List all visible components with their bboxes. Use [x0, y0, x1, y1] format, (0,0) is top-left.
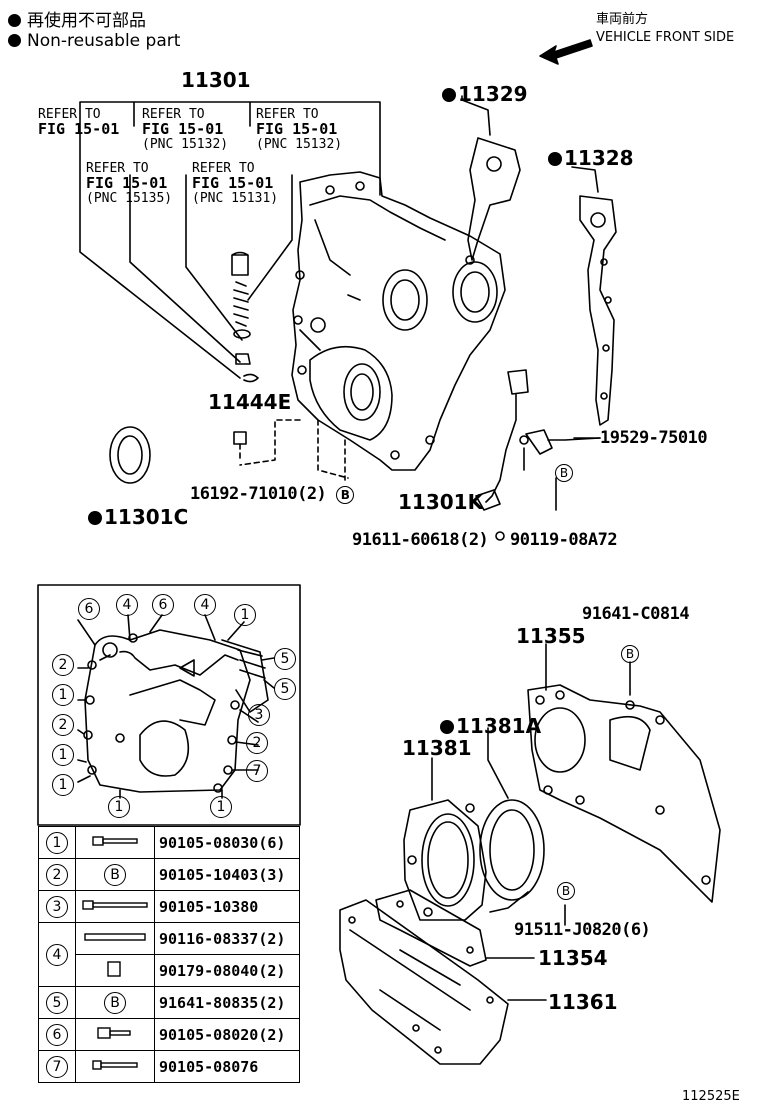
table-row: 7 90105-08076: [38, 1050, 300, 1083]
detail-callout: 1: [234, 604, 256, 626]
detail-callout: 1: [210, 796, 232, 818]
relief-valve: [231, 251, 249, 276]
gasket-11329: [467, 137, 521, 261]
figure-id: 112525E: [682, 1089, 740, 1104]
part-number-cell: 91641-80835(2): [154, 986, 300, 1019]
bullet-icon: [8, 34, 21, 47]
label-90119: 90119-08A72: [510, 530, 618, 550]
gasket-11328: [579, 195, 617, 426]
detail-callout: 5: [274, 648, 296, 670]
label-91641: 91641-C0814: [582, 604, 690, 624]
non-reusable-dot-icon: [88, 511, 102, 525]
callout-b: B: [621, 645, 639, 663]
leader-11301: [79, 101, 381, 379]
label-16192: 16192-71010(2) B: [190, 484, 355, 504]
table-row: 6 90105-08020(2): [38, 1018, 300, 1051]
legend-japanese: 再使用不可部品: [8, 6, 146, 31]
label-91611: 91611-60618(2): [352, 530, 489, 550]
front-english: VEHICLE FRONT SIDE: [596, 30, 735, 45]
detail-callout: 4: [116, 594, 138, 616]
detail-callout: 4: [194, 594, 216, 616]
part-number-cell: 90105-08030(6): [154, 826, 300, 859]
detail-callout: 1: [52, 744, 74, 766]
label-91511: 91511-J0820(6): [514, 920, 651, 940]
retainer-11381: [403, 799, 487, 921]
part-number-cell: 90179-08040(2): [154, 954, 300, 987]
label-11301c: 11301C: [88, 505, 188, 529]
detail-callout: 1: [52, 684, 74, 706]
front-arrow-icon: [539, 39, 593, 65]
table-row: 5 B 91641-80835(2): [38, 986, 300, 1019]
detail-box: [37, 584, 301, 826]
part-number-cell: 90105-08020(2): [154, 1018, 300, 1051]
label-11301k: 11301K: [398, 490, 484, 514]
table-row: 90179-08040(2): [39, 954, 300, 987]
cover-outline: [84, 629, 251, 793]
label-11301: 11301: [181, 68, 251, 92]
detail-callout: 6: [78, 598, 100, 620]
callout-b: B: [336, 486, 355, 504]
label-11381a: 11381A: [440, 714, 541, 738]
label-11354: 11354: [538, 946, 608, 970]
part-number-cell: 90105-10380: [154, 890, 300, 923]
table-row: 3 90105-10380: [38, 890, 300, 923]
label-11355: 11355: [516, 624, 586, 648]
non-reusable-dot-icon: [548, 152, 562, 166]
front-japanese: 車両前方: [596, 12, 649, 27]
bolt-table: 1 90105-08030(6) 2 B 90105-10403(3) 3 90…: [38, 826, 300, 1083]
part-number-cell: 90105-08076: [154, 1050, 300, 1083]
detail-callout: 1: [52, 774, 74, 796]
label-11361: 11361: [548, 990, 618, 1014]
label-11328: 11328: [548, 146, 634, 170]
part-11354: [375, 889, 487, 967]
oil-seal: [109, 426, 151, 484]
part-number-cell: 90105-10403(3): [154, 858, 300, 891]
label-11444e: 11444E: [208, 390, 292, 414]
callout-b: B: [557, 882, 575, 900]
leader-11328: [571, 166, 599, 193]
detail-callout: 3: [248, 704, 270, 726]
leader-11381a: [487, 727, 509, 799]
callout-b: B: [555, 464, 573, 482]
label-19529: 19529-75010: [600, 428, 708, 448]
table-row: 1 90105-08030(6): [38, 826, 300, 859]
detail-callout: 2: [246, 732, 268, 754]
non-reusable-dot-icon: [442, 88, 456, 102]
leader-11329: [461, 95, 491, 136]
detail-callout: 5: [274, 678, 296, 700]
detail-callout: 2: [52, 714, 74, 736]
timing-cover: [291, 171, 506, 471]
sensor-11301k: [485, 369, 529, 503]
bullet-icon: [8, 14, 21, 27]
label-11381: 11381: [402, 736, 472, 760]
legend-english: Non-reusable part: [8, 31, 180, 51]
seal-11381a: [479, 799, 545, 901]
detail-callout: 6: [152, 594, 174, 616]
detail-callout: 2: [52, 654, 74, 676]
part-11361: [339, 899, 509, 1065]
table-row: 2 B 90105-10403(3): [38, 858, 300, 891]
detail-callout: 7: [246, 760, 268, 782]
detail-callout: 1: [108, 796, 130, 818]
non-reusable-dot-icon: [440, 720, 454, 734]
label-11329: 11329: [442, 82, 528, 106]
table-row: 4 90116-08337(2): [38, 922, 300, 987]
part-number-cell: 90116-08337(2): [154, 922, 300, 955]
